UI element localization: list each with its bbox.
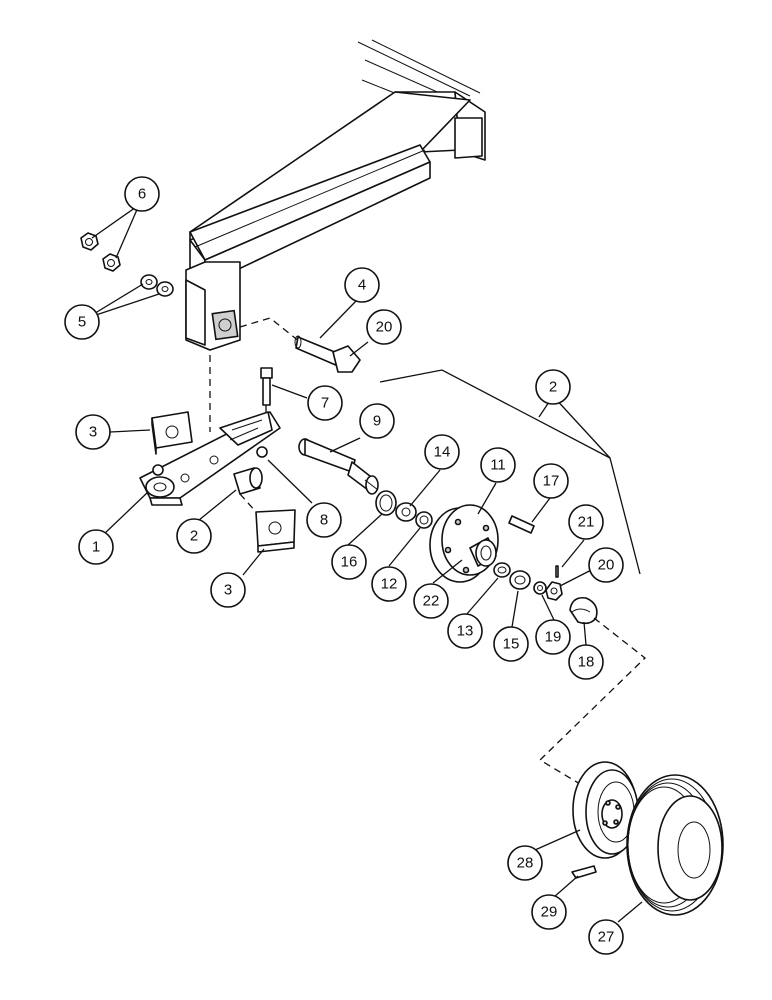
washer-part-5 (140, 274, 174, 297)
callout-c18: 18 (568, 644, 604, 680)
plate-part-3-lower (255, 509, 296, 553)
callout-c21: 21 (568, 504, 604, 540)
seal-part-16 (375, 490, 397, 516)
svg-text:8: 8 (320, 512, 328, 529)
svg-text:29: 29 (541, 904, 558, 921)
plate-part-3-upper (151, 411, 193, 455)
washer-part-15 (509, 570, 531, 590)
bushing-part-2 (233, 467, 263, 513)
callout-c5: 5 (64, 304, 100, 340)
leader-lines (86, 204, 643, 923)
callout-c20-upper: 20 (366, 309, 402, 345)
valve-part-29 (571, 865, 597, 879)
callout-c20-lower: 20 (588, 547, 624, 583)
hub-part-11 (429, 504, 499, 583)
stud-part-17 (508, 515, 535, 534)
callout-c27: 27 (588, 919, 624, 955)
svg-text:20: 20 (598, 557, 615, 574)
svg-text:27: 27 (598, 929, 615, 946)
svg-text:5: 5 (78, 314, 86, 331)
assembly-line-bracket (239, 317, 301, 343)
dust-cap-part-18 (569, 596, 598, 625)
nut-part-6 (80, 232, 121, 272)
arm-part-1 (139, 411, 281, 506)
svg-text:14: 14 (434, 444, 451, 461)
svg-text:20: 20 (376, 319, 393, 336)
svg-text:2: 2 (549, 379, 557, 396)
cup-part-12 (415, 511, 433, 529)
svg-text:28: 28 (517, 855, 534, 872)
svg-text:11: 11 (490, 457, 506, 474)
tire-part-27 (626, 774, 724, 916)
assembly-line-wheel (538, 617, 646, 791)
svg-text:13: 13 (457, 623, 474, 640)
svg-text:16: 16 (341, 554, 358, 571)
svg-text:7: 7 (321, 395, 329, 412)
callout-c4: 4 (344, 267, 380, 303)
svg-text:6: 6 (138, 186, 146, 203)
rim-part-28 (572, 761, 639, 859)
callout-c16: 16 (331, 544, 367, 580)
cone-part-13 (493, 562, 511, 578)
callout-c28: 28 (507, 845, 543, 881)
callout-c9: 9 (359, 403, 395, 439)
svg-text:21: 21 (578, 514, 595, 531)
svg-text:17: 17 (543, 473, 560, 490)
castle-nut-part-20 (545, 581, 563, 601)
callout-c3-upper: 3 (75, 414, 111, 450)
callout-c12: 12 (371, 566, 407, 602)
svg-text:1: 1 (92, 539, 100, 556)
washer-part-19 (533, 581, 547, 595)
callout-c15: 15 (493, 626, 529, 662)
svg-text:3: 3 (224, 582, 232, 599)
callout-c14: 14 (424, 434, 460, 470)
callout-c8: 8 (306, 502, 342, 538)
callout-c19: 19 (535, 619, 571, 655)
callout-c13: 13 (447, 613, 483, 649)
svg-text:2: 2 (190, 528, 198, 545)
svg-text:15: 15 (503, 636, 520, 653)
bolt-part-4 (294, 335, 361, 373)
svg-text:3: 3 (89, 424, 97, 441)
callout-c17: 17 (533, 463, 569, 499)
frame-beam (189, 39, 486, 291)
svg-text:12: 12 (381, 576, 398, 593)
svg-text:18: 18 (578, 654, 595, 671)
svg-text:22: 22 (423, 593, 440, 610)
cotter-pin-part-21 (555, 565, 559, 578)
callout-c2-assembly: 2 (535, 369, 571, 405)
callout-c22: 22 (413, 583, 449, 619)
bearing-part-14 (395, 502, 417, 522)
callout-c6: 6 (124, 176, 160, 212)
callout-c7: 7 (307, 385, 343, 421)
callout-c29: 29 (531, 894, 567, 930)
svg-text:9: 9 (373, 413, 381, 430)
frame-bracket (185, 261, 241, 351)
svg-text:19: 19 (545, 629, 562, 646)
spindle-part-9 (298, 438, 379, 495)
callout-c11: 11 (480, 447, 516, 483)
callout-c3-lower: 3 (210, 572, 246, 608)
svg-text:4: 4 (358, 277, 366, 294)
callout-c2-bushing: 2 (176, 518, 212, 554)
callout-c1: 1 (78, 529, 114, 565)
